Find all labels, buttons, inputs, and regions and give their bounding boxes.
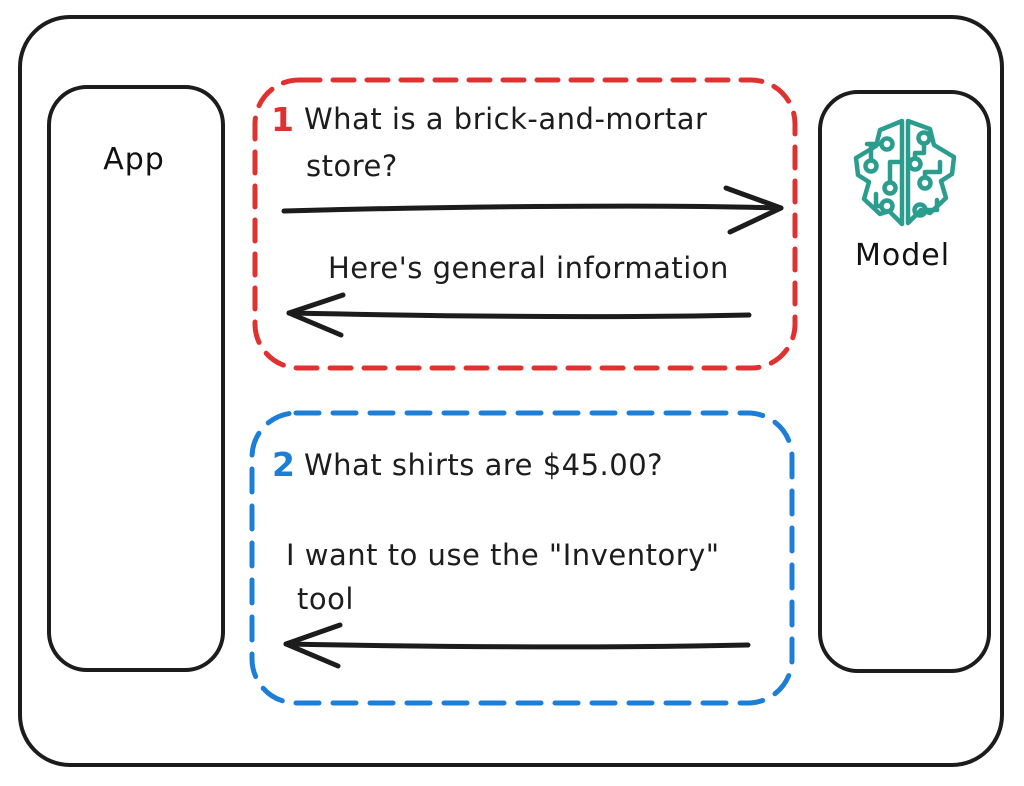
app-box [47,85,225,672]
exchange-1-request-line2: store? [306,149,398,183]
brain-circuit-icon [845,113,965,231]
exchange-1-number: 1 [271,100,295,139]
arrow-model-to-app-2 [278,618,756,673]
model-label: Model [854,238,951,273]
exchange-2-response-line2: tool [297,582,354,616]
outer-frame [18,15,1004,767]
arrow-model-to-app-1 [281,290,756,345]
exchange-1-request-line1: What is a brick-and-mortar [304,102,708,136]
exchange-2-response-line1: I want to use the "Inventory" [286,538,720,572]
exchange-1-response-text: Here's general information [328,251,729,285]
exchange-2-request-text: What shirts are $45.00? [304,448,664,482]
exchange-2-dashed-box [248,409,796,707]
exchange-1-dashed-box [251,76,799,372]
exchange-2-number: 2 [272,445,296,484]
app-label: App [103,142,165,177]
model-box [818,90,991,673]
arrow-app-to-model [278,180,790,238]
